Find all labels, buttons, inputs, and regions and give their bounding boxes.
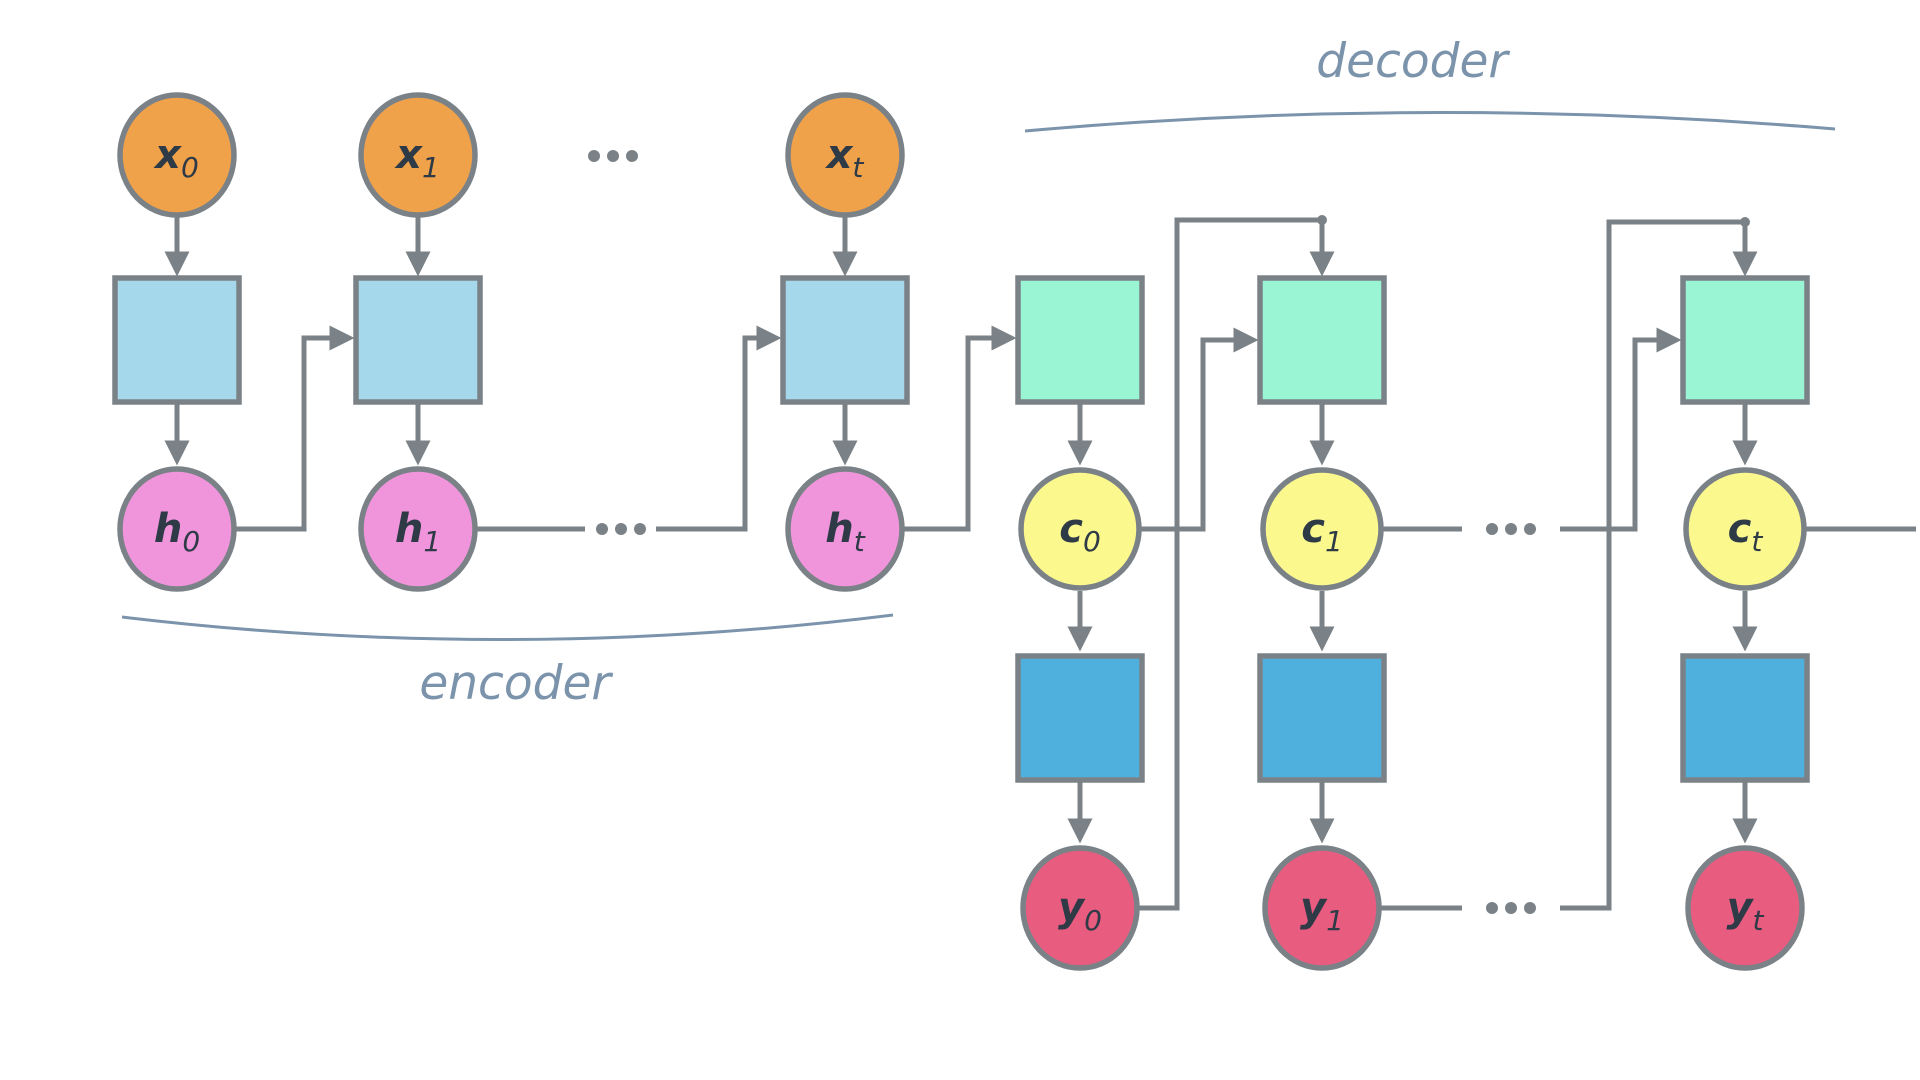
- node-c1: [1260, 467, 1384, 591]
- node-shapes: [112, 92, 1810, 971]
- section-braces: [121, 110, 1836, 641]
- node-x1-label: x1: [394, 132, 440, 184]
- arrow-ellipsis-to-decoder-cellt: [1560, 327, 1682, 532]
- node-h1-label: h1: [395, 506, 441, 558]
- line-y0-feedback: [1137, 217, 1322, 911]
- node-ht: [785, 466, 905, 592]
- arrow-h0-to-encoder-cell1: [236, 325, 355, 532]
- encoder-cell-1: [353, 275, 483, 405]
- node-yt-label: yt: [1726, 885, 1764, 937]
- node-xt: [785, 92, 905, 218]
- decoder-brace: [1024, 110, 1836, 133]
- encoder-label: encoder: [419, 656, 613, 711]
- node-h0: [117, 466, 237, 592]
- output-cell-t: [1680, 653, 1810, 783]
- node-x1: [358, 92, 478, 218]
- arrow-ht-to-decoder-cell0: [904, 325, 1017, 532]
- ellipsis-h-row: [596, 523, 646, 535]
- arrow-c0-to-decoder-cell1: [1139, 327, 1259, 532]
- node-ct: [1683, 467, 1807, 591]
- node-x0-label: x0: [153, 132, 199, 184]
- node-c0-label: c0: [1059, 506, 1101, 558]
- node-ct-label: ct: [1728, 506, 1764, 558]
- decoder-label: decoder: [1316, 34, 1510, 89]
- node-c1-label: c1: [1301, 506, 1343, 558]
- ellipsis-x-row: [588, 150, 638, 162]
- node-x0: [117, 92, 237, 218]
- encoder-brace: [121, 613, 894, 641]
- node-y1-label: y1: [1300, 885, 1344, 937]
- junction-dot-feedback-1: [1317, 215, 1327, 225]
- node-labels: x0 x1 xt h0 h1 ht c0 c1 ct y0 y1 yt: [153, 132, 1764, 937]
- node-xt-label: xt: [825, 132, 865, 184]
- line-ellipsis-feedback: [1560, 219, 1745, 911]
- decoder-cell-0: [1015, 275, 1145, 405]
- decoder-cell-t: [1680, 275, 1810, 405]
- encoder-cell-t: [780, 275, 910, 405]
- encoder-cell-0: [112, 275, 242, 405]
- node-y1: [1262, 845, 1382, 971]
- section-labels: encoder decoder: [419, 34, 1510, 711]
- ellipsis-y-row: [1486, 902, 1536, 914]
- junction-dot-feedback-t: [1740, 217, 1750, 227]
- arrow-ellipsis-to-encoder-cellt: [656, 325, 782, 532]
- output-cell-1: [1257, 653, 1387, 783]
- ellipsis-groups: [588, 150, 1750, 914]
- output-cell-0: [1015, 653, 1145, 783]
- node-y0-label: y0: [1058, 885, 1102, 937]
- node-y0: [1020, 845, 1140, 971]
- ellipsis-c-row: [1486, 523, 1536, 535]
- node-h1: [358, 466, 478, 592]
- decoder-cell-1: [1257, 275, 1387, 405]
- node-h0-label: h0: [154, 506, 200, 558]
- connector-lines: [164, 217, 1916, 911]
- node-c0: [1018, 467, 1142, 591]
- node-ht-label: ht: [825, 506, 865, 558]
- node-yt: [1685, 845, 1805, 971]
